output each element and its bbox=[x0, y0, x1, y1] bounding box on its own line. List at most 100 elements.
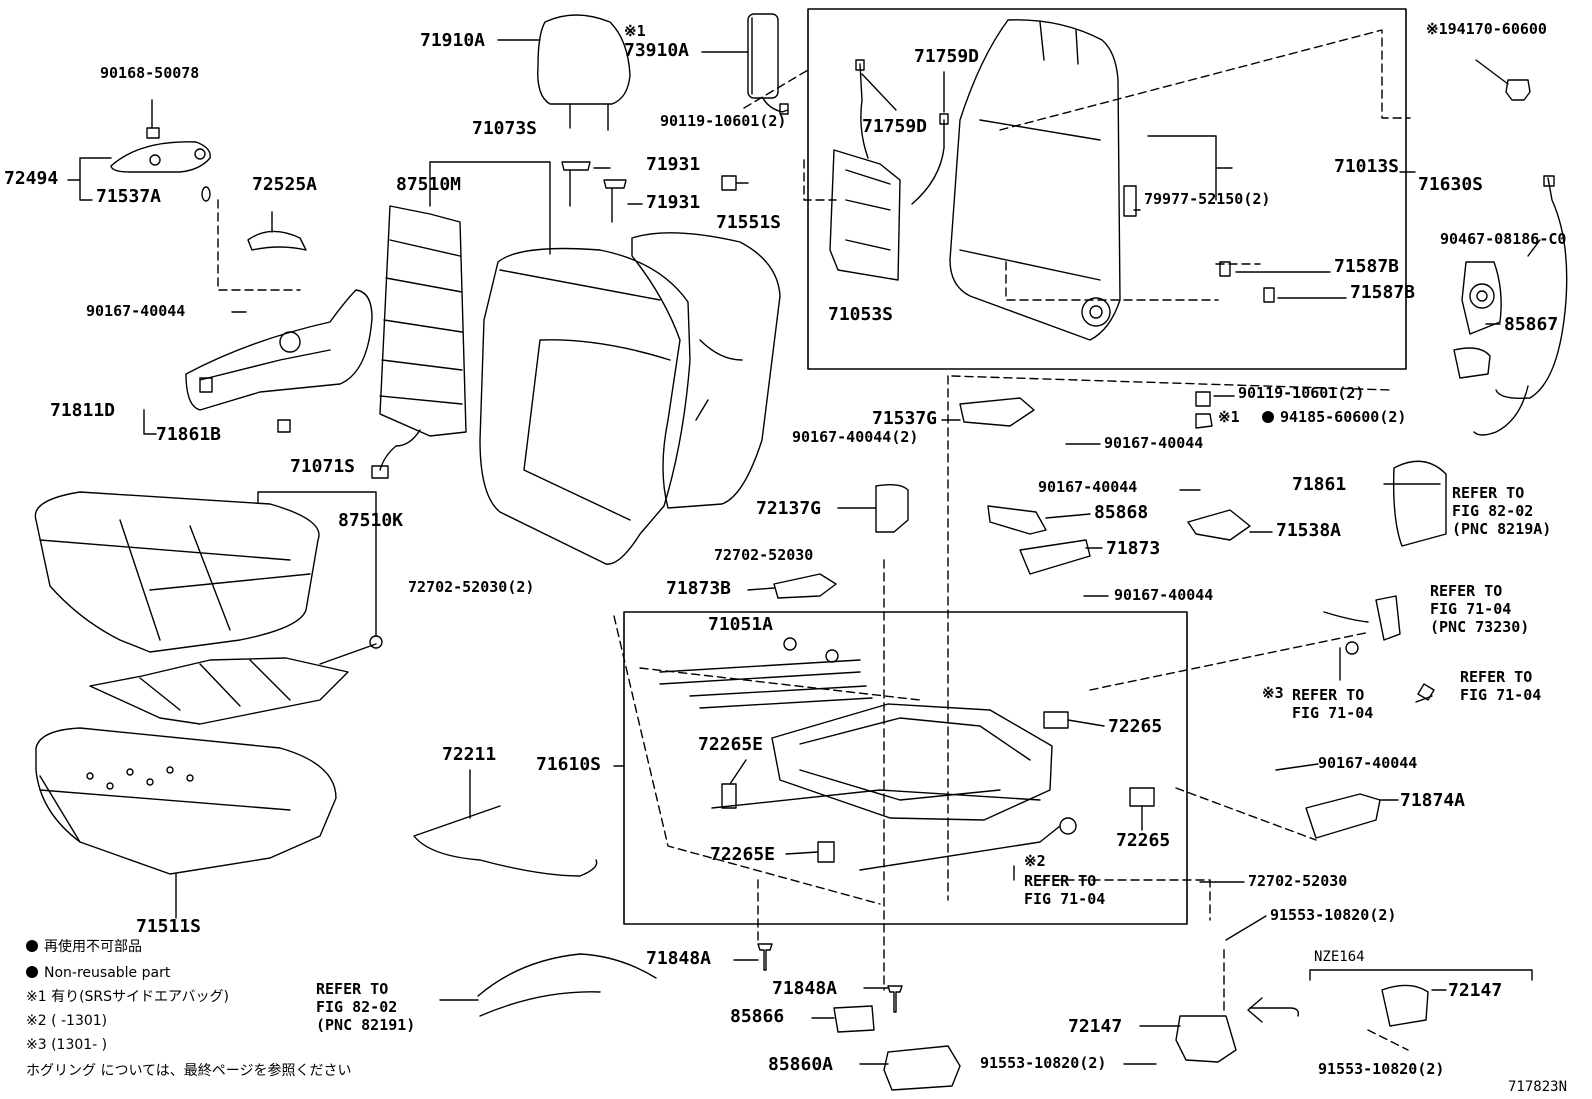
leader-ref3 bbox=[1415, 695, 1433, 703]
label-71537G: 71537G bbox=[872, 408, 938, 429]
leader-72265a bbox=[1067, 719, 1105, 727]
label-71511S: 71511S bbox=[136, 916, 202, 937]
leader-71873B bbox=[747, 587, 775, 591]
dash-lumbar bbox=[803, 159, 837, 201]
seat-pad-part bbox=[35, 727, 337, 875]
clip-72525A-part bbox=[247, 230, 307, 251]
legend-note2: ※2 ( -1301) bbox=[26, 1013, 108, 1029]
label-72147b: 72147 bbox=[1448, 980, 1503, 1001]
ref-fig71-04-b: REFER TO FIG 71-04 bbox=[1292, 686, 1373, 722]
leader-71811D bbox=[143, 409, 157, 435]
spring-71051A-part bbox=[659, 637, 873, 709]
arrow-part bbox=[1247, 997, 1300, 1023]
dash-seat-left bbox=[613, 615, 881, 905]
label-85868: 85868 bbox=[1094, 502, 1149, 523]
leader-85868 bbox=[1045, 513, 1091, 519]
bracket-72147a-part bbox=[1175, 1015, 1237, 1063]
leader-71931 bbox=[593, 167, 643, 205]
leader-71587B bbox=[1235, 271, 1347, 299]
label-71630S: 71630S bbox=[1418, 174, 1484, 195]
switch-85866-part bbox=[833, 1005, 875, 1033]
bracket-71537G-part bbox=[959, 397, 1035, 427]
bracket-72494-part bbox=[110, 99, 211, 202]
label-90167-2: 90167-40044(2) bbox=[792, 428, 919, 446]
label-72265Ea: 72265E bbox=[698, 734, 764, 755]
dash-belt bbox=[1089, 631, 1371, 691]
label-94185: 94185-60600(2) bbox=[1262, 410, 1406, 425]
ref1-line1: REFER TO bbox=[1452, 484, 1525, 502]
label-71861: 71861 bbox=[1292, 474, 1347, 495]
ref2-line2: FIG 71-04 bbox=[1430, 600, 1512, 618]
label-nze164: NZE164 bbox=[1314, 949, 1365, 965]
harness-left-part bbox=[477, 953, 657, 1017]
label-72265Eb: 72265E bbox=[710, 844, 776, 865]
clip-72137G-part bbox=[875, 483, 909, 533]
label-85860A: 85860A bbox=[768, 1054, 834, 1075]
label-71910A: 71910A bbox=[420, 30, 486, 51]
label-71537A: 71537A bbox=[96, 186, 162, 207]
nonreusable-dot-icon bbox=[26, 940, 38, 952]
label-72702a: 72702-52030 bbox=[714, 546, 814, 564]
ref-fig71-04-c: REFER TO FIG 71-04 bbox=[1024, 872, 1105, 908]
label-72137G: 72137G bbox=[756, 498, 822, 519]
label-71073S: 71073S bbox=[472, 118, 538, 139]
label-72147a: 72147 bbox=[1068, 1016, 1123, 1037]
legend-nonreusable-en-text: Non-reusable part bbox=[44, 965, 171, 981]
side-shield-part bbox=[185, 289, 373, 433]
bracket-85868-part bbox=[987, 505, 1047, 535]
clip-72265Eb-part bbox=[817, 841, 835, 863]
bracket-72147b-part bbox=[1381, 984, 1429, 1027]
bracket-72265a-part bbox=[1043, 711, 1069, 729]
label-71848Ab: 71848A bbox=[772, 978, 838, 999]
ref1-line3: (PNC 8219A) bbox=[1452, 520, 1552, 538]
ref4-line1: REFER TO bbox=[1292, 686, 1365, 704]
seat-track-box bbox=[623, 611, 1188, 925]
ref5-line1: REFER TO bbox=[1024, 872, 1097, 890]
label-71759Db: 71759D bbox=[862, 116, 928, 137]
label-91553a: 91553-10820(2) bbox=[1270, 906, 1397, 924]
dash-frame-top bbox=[999, 29, 1411, 131]
dash-90119a bbox=[743, 69, 809, 109]
label-71053S: 71053S bbox=[828, 304, 894, 325]
ref3-mark: ※3 bbox=[1262, 684, 1284, 702]
label-79977: 79977-52150(2) bbox=[1144, 190, 1271, 208]
grommet-ref-part bbox=[1059, 817, 1077, 835]
side-motor-85867-part bbox=[1453, 175, 1568, 436]
legend-nonreusable-jp-text: 再使用不可部品 bbox=[44, 939, 142, 955]
legend-nonreusable-jp: 再使用不可部品 bbox=[26, 940, 142, 954]
bolt-90119a-part bbox=[721, 175, 749, 191]
back-board-part bbox=[631, 232, 781, 509]
label-71013S: 71013S bbox=[1334, 156, 1400, 177]
ref2-mark: ※2 bbox=[1024, 852, 1046, 870]
side-airbag-part bbox=[747, 13, 789, 115]
label-90167a: 90167-40044 bbox=[86, 302, 186, 320]
label-91553b: 91553-10820(2) bbox=[980, 1054, 1107, 1072]
pin-71848Aa-part bbox=[757, 943, 773, 971]
switch-85860A-part bbox=[883, 1045, 961, 1091]
label-72525A: 72525A bbox=[252, 174, 318, 195]
label-71873B: 71873B bbox=[666, 578, 732, 599]
leader-71071S bbox=[257, 491, 377, 513]
label-71861B: 71861B bbox=[156, 424, 222, 445]
legend-note1: ※1 有り(SRSサイドエアバッグ) bbox=[26, 989, 229, 1005]
grommet-part bbox=[1505, 79, 1531, 101]
label-87510M: 87510M bbox=[396, 174, 462, 195]
dash-frame-low bbox=[1005, 261, 1261, 301]
seatback-frame-part bbox=[949, 19, 1121, 341]
clip-72265Ea-part bbox=[721, 783, 737, 809]
seat-cover-part bbox=[34, 491, 320, 653]
bracket-71874A-part bbox=[1305, 793, 1381, 839]
ref-fig71-04-73230: REFER TO FIG 71-04 (PNC 73230) bbox=[1430, 582, 1529, 636]
ref1-line2: FIG 82-02 bbox=[1452, 502, 1534, 520]
label-72265b: 72265 bbox=[1116, 830, 1171, 851]
label-79977-part bbox=[1123, 185, 1137, 217]
label-90167c: 90167-40044 bbox=[1038, 478, 1138, 496]
pin-71848Ab-part bbox=[887, 985, 903, 1013]
dash-upper-right bbox=[951, 375, 1391, 391]
dash-72494 bbox=[217, 199, 301, 291]
leader-72265Eb bbox=[785, 851, 819, 855]
label-71587Ba: 71587B bbox=[1334, 256, 1400, 277]
leader-71073S bbox=[429, 161, 551, 255]
label-85866: 85866 bbox=[730, 1006, 785, 1027]
ref6-line3: (PNC 82191) bbox=[316, 1016, 416, 1034]
